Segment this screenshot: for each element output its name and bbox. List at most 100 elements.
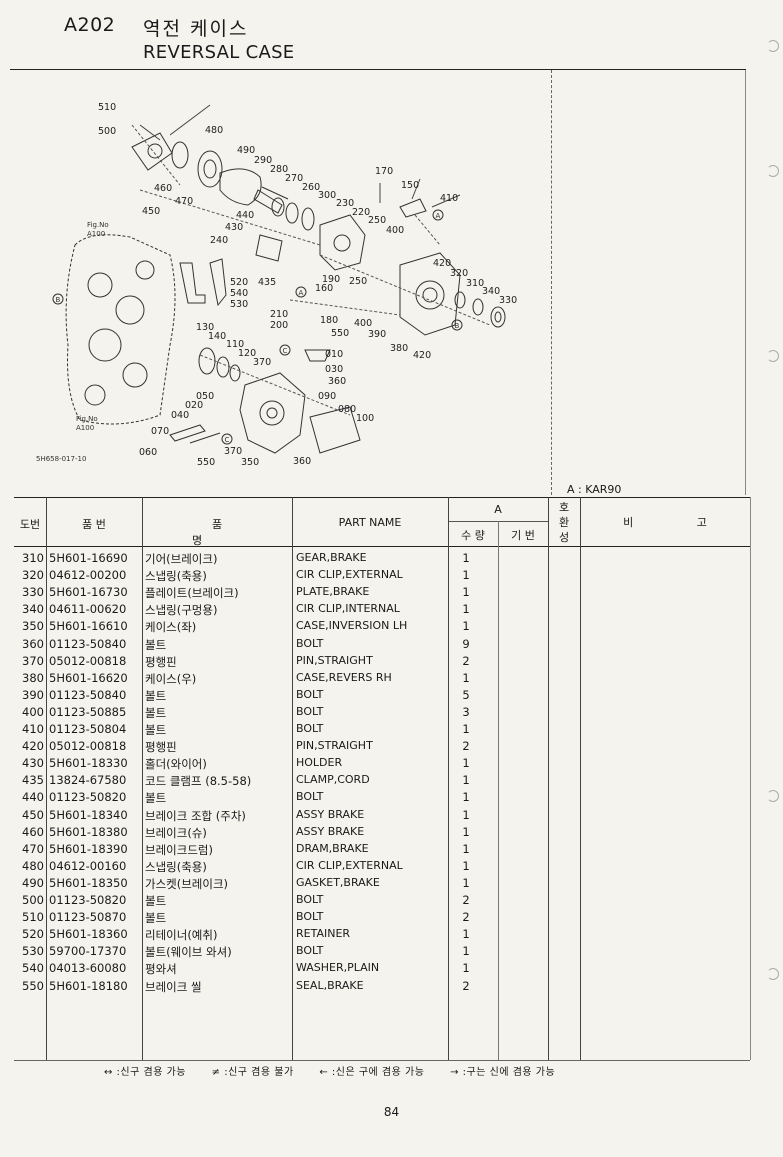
diagram-divider (551, 70, 552, 495)
row-name-korean: 플레이트(브레이크) (145, 586, 239, 601)
row-name-english: SEAL,BRAKE (296, 978, 364, 992)
row-quantity: 1 (462, 790, 470, 805)
callout-180: 180 (320, 315, 338, 326)
row-quantity: 1 (462, 807, 470, 822)
row-quantity: 1 (462, 568, 470, 583)
row-part-number: 01123-50820 (49, 790, 127, 805)
row-part-number: 01123-50885 (49, 704, 127, 719)
callout-260: 260 (302, 182, 320, 193)
interchange-legend: ↔ :신구 겸용 가능 ≠ :신구 겸용 불가 ← :신은 구에 겸용 가능 →… (104, 1063, 577, 1078)
row-name-korean: 볼트 (145, 637, 167, 652)
callout-230: 230 (336, 198, 354, 209)
callout-290: 290 (254, 155, 272, 166)
header-interchange-2: 환 (558, 516, 570, 529)
row-name-english: GEAR,BRAKE (296, 551, 367, 564)
row-ref-no: 390 (22, 687, 44, 702)
reference-markers (52, 209, 463, 445)
row-quantity: 1 (462, 619, 470, 634)
row-name-english: CIR CLIP,INTERNAL (296, 602, 400, 616)
callout-060: 060 (139, 447, 157, 458)
ref-a-top: A (436, 212, 441, 220)
row-name-korean: 브레이크 조합 (주차) (145, 808, 246, 823)
page-number: 84 (383, 1105, 400, 1119)
row-quantity: 1 (462, 585, 470, 600)
row-part-number: 5H601-16620 (49, 670, 128, 685)
callout-350: 350 (241, 457, 259, 468)
callout-450: 450 (142, 206, 160, 217)
row-name-english: BOLT (296, 910, 324, 924)
row-name-korean: 볼트 (145, 911, 167, 926)
row-name-korean: 가스켓(브레이크) (145, 876, 229, 891)
fig-note-bottom-label: Fig.No (76, 415, 98, 423)
row-ref-no: 530 (22, 944, 44, 959)
row-part-number: 01123-50870 (49, 910, 127, 925)
row-name-english: CIR CLIP,EXTERNAL (296, 568, 403, 582)
row-quantity: 2 (462, 893, 470, 907)
row-ref-no: 360 (22, 636, 44, 651)
row-name-korean: 기어(브레이크) (145, 552, 218, 566)
callout-420-top: 420 (433, 258, 451, 269)
callout-250: 250 (368, 215, 386, 226)
row-name-korean: 케이스(좌) (145, 620, 197, 635)
row-part-number: 01123-50820 (49, 893, 127, 907)
row-ref-no: 540 (22, 961, 44, 976)
callout-460: 460 (154, 183, 172, 194)
row-part-number: 01123-50840 (49, 636, 127, 651)
row-part-number: 59700-17370 (49, 944, 127, 959)
callout-120: 120 (238, 348, 256, 359)
callout-480: 480 (205, 125, 223, 136)
row-name-english: CASE,INVERSION LH (296, 619, 408, 633)
row-part-number: 05012-00818 (49, 739, 127, 754)
row-ref-no: 550 (22, 978, 44, 993)
row-name-korean: 스냅링(축용) (145, 569, 207, 584)
row-name-english: PIN,STRAIGHT (296, 653, 373, 667)
edge-mark-icon (767, 40, 779, 52)
callout-330: 330 (499, 295, 517, 306)
header-base-no: 기 번 (511, 529, 535, 542)
callout-430: 430 (225, 222, 243, 233)
edge-mark-icon (767, 350, 779, 362)
callout-250-mid: 250 (349, 276, 367, 287)
row-name-korean: 볼트 (145, 705, 167, 720)
row-quantity: 1 (462, 773, 470, 788)
callout-420-bottom: 420 (413, 350, 431, 361)
callout-050: 050 (196, 391, 214, 402)
diagram-callouts: 510 500 480 490 290 280 270 260 300 230 … (98, 102, 517, 468)
header-interchange-1: 호 (558, 501, 570, 514)
callout-370-top: 370 (253, 357, 271, 368)
row-ref-no: 350 (22, 619, 44, 634)
row-part-number: 01123-50804 (49, 722, 127, 736)
row-quantity: 1 (462, 858, 470, 873)
row-ref-no: 470 (22, 841, 44, 856)
row-ref-no: 500 (22, 893, 44, 907)
callout-270: 270 (285, 173, 303, 184)
row-name-english: PLATE,BRAKE (296, 585, 370, 599)
row-quantity: 1 (462, 927, 470, 942)
row-quantity: 2 (462, 739, 470, 754)
row-name-english: ASSY BRAKE (296, 807, 365, 821)
row-quantity: 3 (462, 704, 470, 719)
row-name-english: BOLT (296, 636, 324, 650)
callout-200: 200 (270, 320, 288, 331)
row-name-korean: 볼트 (145, 723, 167, 737)
row-ref-no: 450 (22, 807, 44, 822)
callout-070: 070 (151, 426, 169, 437)
callout-520: 520 (230, 277, 248, 288)
